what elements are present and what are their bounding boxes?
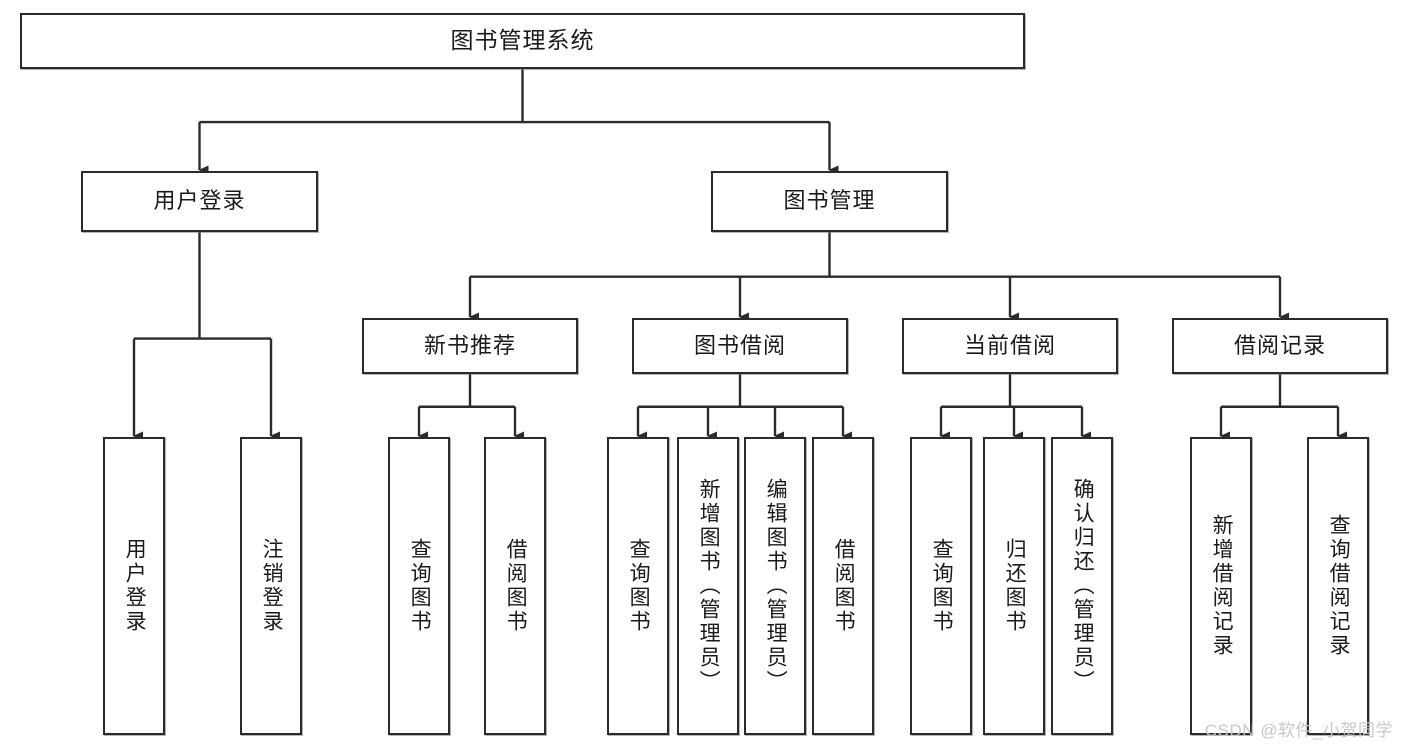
node-new-book-recommend[interactable]: 新书推荐 — [362, 318, 578, 374]
node-user-login[interactable]: 用户登录 — [81, 171, 318, 232]
node-leaf-return-book-label: 归还图书 — [1003, 538, 1027, 634]
node-leaf-user-login-label: 用户登录 — [123, 538, 147, 634]
node-leaf-user-login[interactable]: 用户登录 — [103, 437, 165, 735]
node-current-borrow-label: 当前借阅 — [963, 332, 1056, 358]
node-leaf-edit-book-label: 编辑图书（管理员） — [764, 478, 788, 694]
node-leaf-add-borrow-record-label: 新增借阅记录 — [1210, 514, 1234, 658]
node-leaf-return-book[interactable]: 归还图书 — [983, 437, 1045, 735]
connector-paths — [132, 69, 1347, 441]
node-leaf-confirm-return[interactable]: 确认归还（管理员） — [1051, 437, 1113, 735]
node-leaf-borrow-book-2[interactable]: 借阅图书 — [812, 437, 874, 735]
node-leaf-borrow-book-1-label: 借阅图书 — [504, 538, 528, 634]
node-leaf-add-borrow-record[interactable]: 新增借阅记录 — [1190, 437, 1252, 735]
node-root-label: 图书管理系统 — [450, 27, 595, 54]
node-current-borrow[interactable]: 当前借阅 — [902, 318, 1118, 374]
node-book-manage[interactable]: 图书管理 — [711, 171, 948, 232]
node-book-manage-label: 图书管理 — [783, 188, 876, 214]
node-leaf-query-borrow-record-label: 查询借阅记录 — [1327, 514, 1351, 658]
node-borrow-record[interactable]: 借阅记录 — [1172, 318, 1388, 374]
node-leaf-borrow-book-2-label: 借阅图书 — [832, 538, 856, 634]
node-leaf-add-book[interactable]: 新增图书（管理员） — [677, 437, 739, 735]
node-leaf-borrow-book-1[interactable]: 借阅图书 — [484, 437, 546, 735]
node-user-login-label: 用户登录 — [153, 188, 246, 214]
node-leaf-query-book-3-label: 查询图书 — [930, 538, 954, 634]
node-leaf-confirm-return-label: 确认归还（管理员） — [1071, 478, 1095, 694]
node-leaf-query-book-1-label: 查询图书 — [408, 538, 432, 634]
node-book-borrow[interactable]: 图书借阅 — [632, 318, 848, 374]
node-leaf-logout-login[interactable]: 注销登录 — [240, 437, 302, 735]
node-leaf-query-book-2[interactable]: 查询图书 — [607, 437, 669, 735]
node-leaf-query-book-1[interactable]: 查询图书 — [388, 437, 450, 735]
node-borrow-record-label: 借阅记录 — [1233, 332, 1326, 358]
node-new-book-recommend-label: 新书推荐 — [423, 332, 516, 358]
node-leaf-add-book-label: 新增图书（管理员） — [697, 478, 721, 694]
node-root[interactable]: 图书管理系统 — [20, 13, 1025, 69]
node-leaf-query-book-2-label: 查询图书 — [627, 538, 651, 634]
node-leaf-edit-book[interactable]: 编辑图书（管理员） — [744, 437, 806, 735]
node-leaf-logout-login-label: 注销登录 — [260, 538, 284, 634]
node-leaf-query-book-3[interactable]: 查询图书 — [910, 437, 972, 735]
node-leaf-query-borrow-record[interactable]: 查询借阅记录 — [1307, 437, 1369, 735]
node-book-borrow-label: 图书借阅 — [693, 332, 786, 358]
